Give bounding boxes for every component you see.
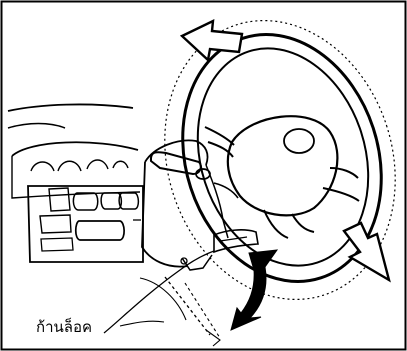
- console-vent: [41, 238, 73, 251]
- dashboard-top-line: [8, 104, 133, 111]
- label-leader-line: [104, 251, 214, 333]
- gauge-1: [31, 162, 54, 171]
- hub-emblem: [284, 129, 314, 153]
- console-display-left: [40, 215, 71, 233]
- wheel-tilt-outline: [130, 0, 407, 330]
- tilt-up-arrow: [182, 21, 242, 60]
- lock-lever-label: ก้านล็อค: [36, 320, 92, 335]
- console-knob-1: [73, 193, 97, 210]
- column-lower-dashed: [165, 277, 210, 335]
- dashboard-face: [12, 156, 140, 198]
- column-lower-dashed-2: [185, 283, 220, 338]
- gauge-2: [58, 161, 81, 171]
- spoke-bottom-right: [292, 214, 314, 232]
- lock-lever-detail: [220, 237, 247, 241]
- wheel-hub: [228, 116, 338, 215]
- console-display: [76, 221, 124, 240]
- pedal-hint: [206, 330, 220, 346]
- wiper-stalk: [151, 152, 201, 174]
- console-knob-2: [101, 193, 121, 209]
- steering-column-left: [142, 162, 188, 267]
- console-slot-left: [49, 188, 70, 211]
- floor-line-1: [140, 278, 186, 320]
- tilt-down-arrow: [344, 223, 389, 280]
- gauge-4: [113, 161, 128, 168]
- lever-motion-arrow: [231, 250, 277, 330]
- dashboard-hood: [12, 142, 138, 156]
- gauge-3: [87, 160, 108, 169]
- floor-line-2: [120, 321, 164, 326]
- spoke-right-lower: [323, 188, 359, 201]
- dashboard-lower-line: [8, 124, 65, 129]
